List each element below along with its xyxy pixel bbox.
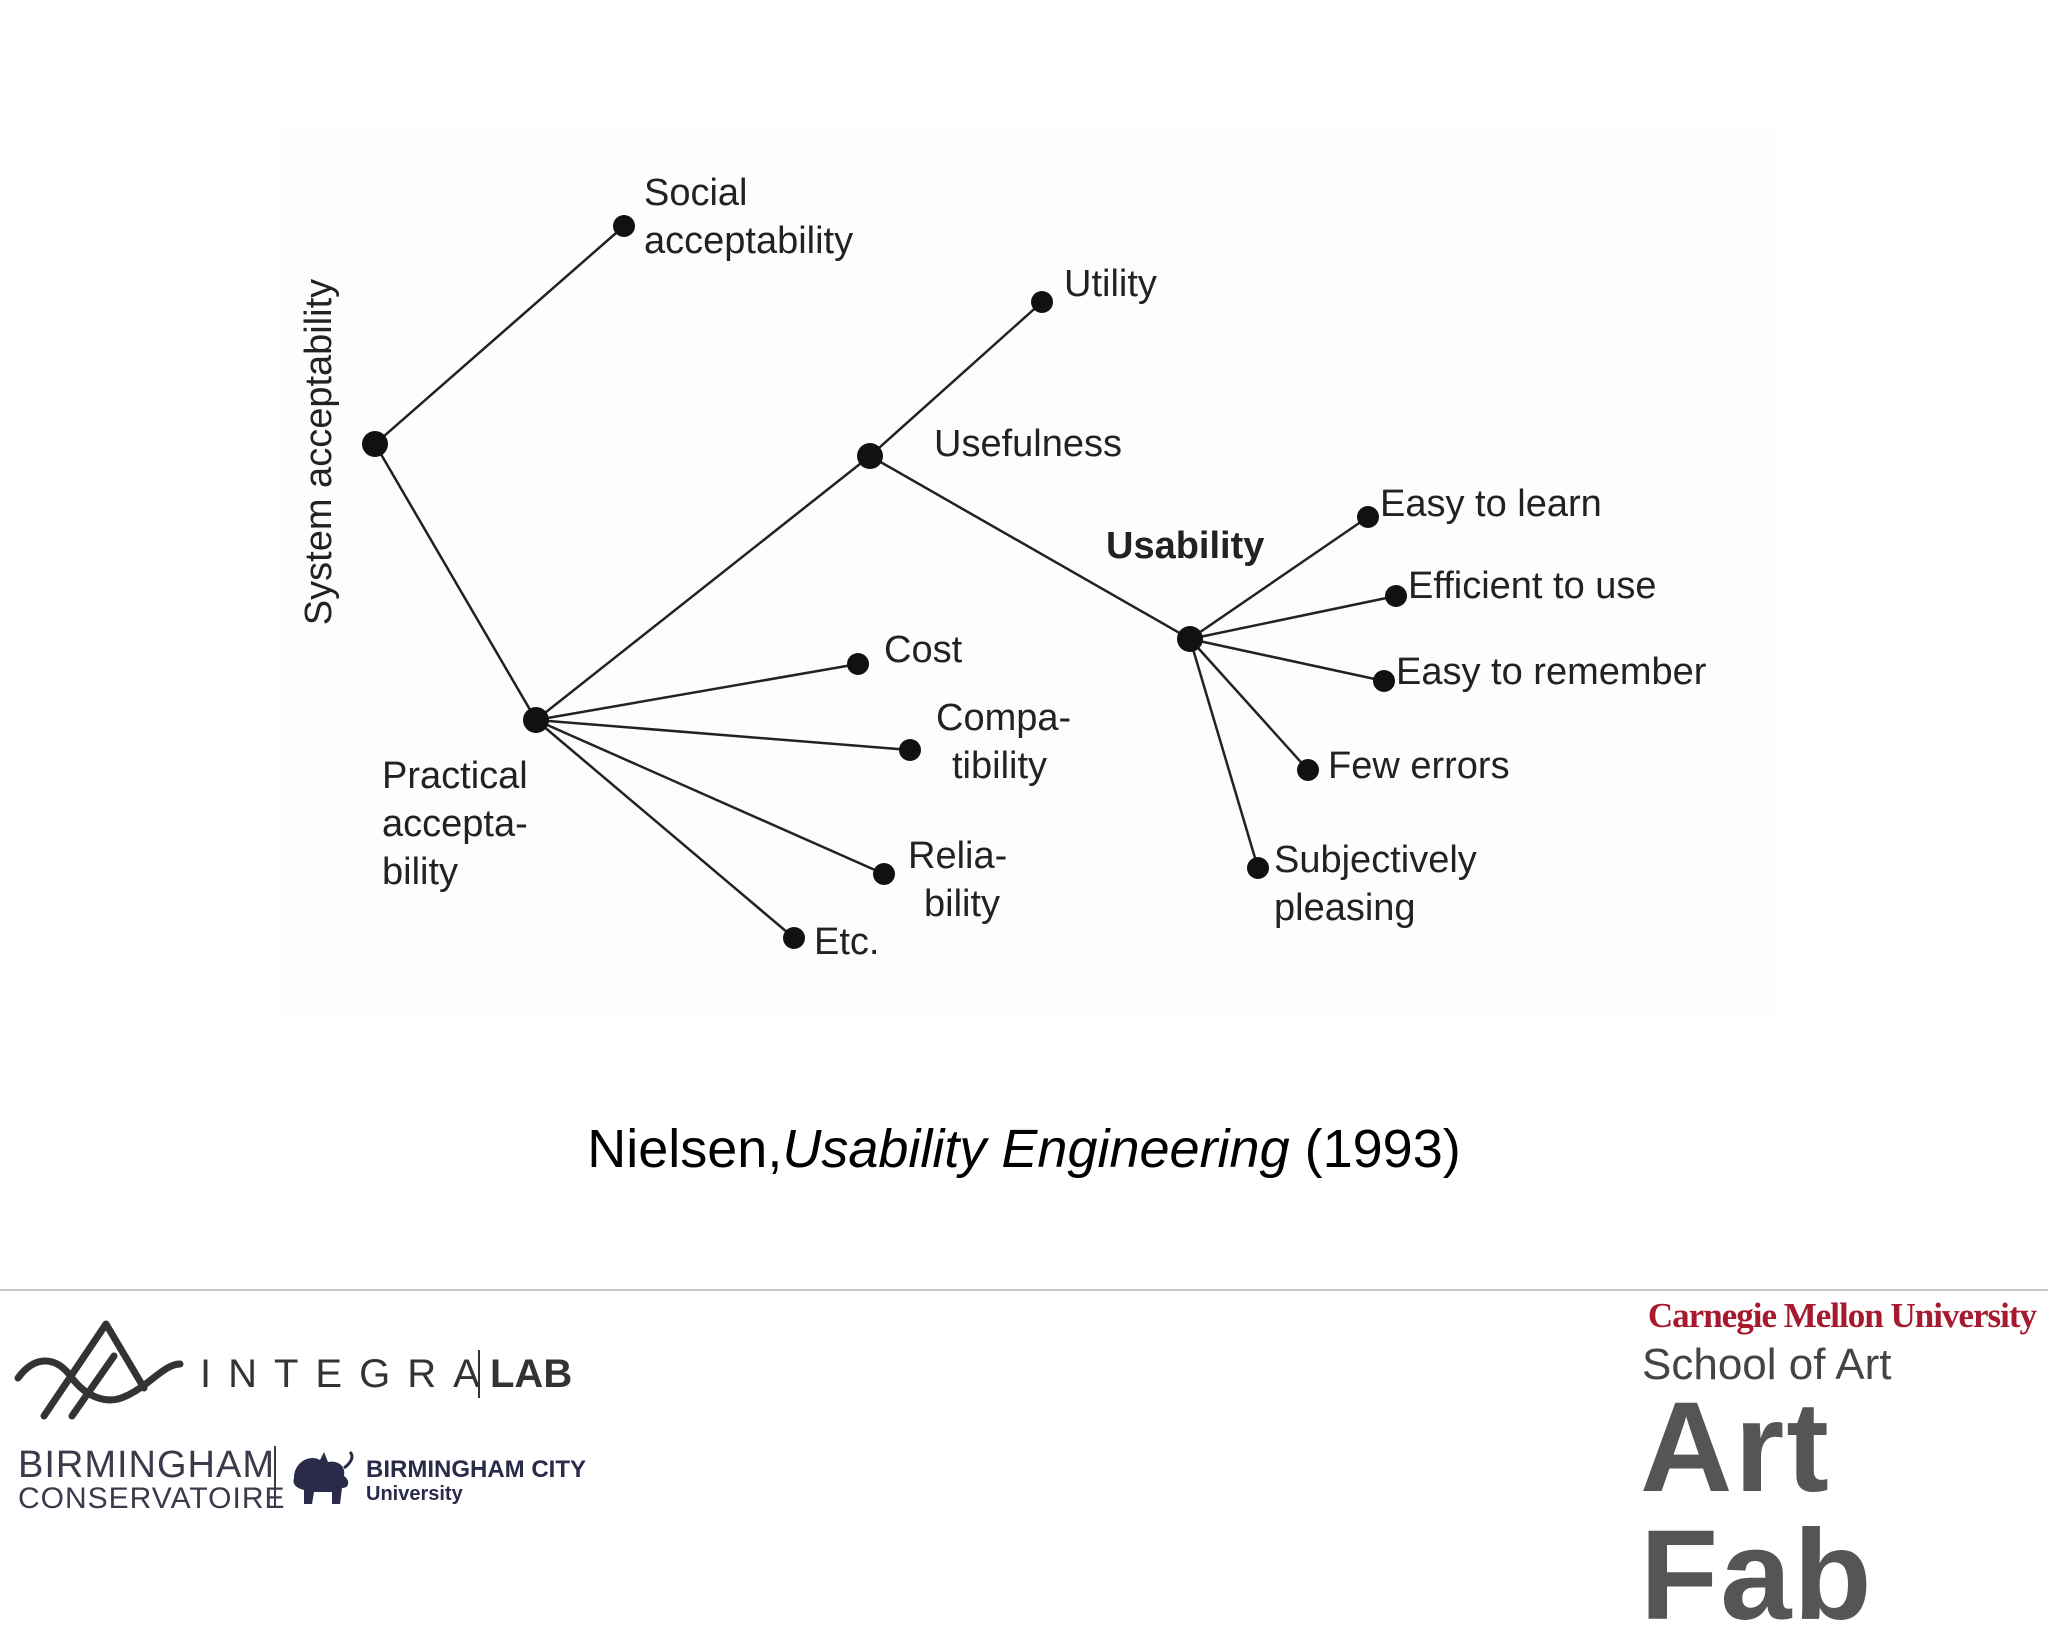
edge-usability-easy_to_learn bbox=[1189, 515, 1369, 641]
node-dot-practical bbox=[523, 707, 549, 733]
citation-year: (1993) bbox=[1289, 1119, 1461, 1179]
edge-root-social bbox=[374, 225, 625, 445]
edge-usability-easy_to_remember bbox=[1189, 637, 1385, 683]
node-dot-few-errors bbox=[1297, 759, 1319, 781]
lab-wordmark: LAB bbox=[490, 1352, 573, 1396]
node-dot-usefulness bbox=[857, 443, 883, 469]
cmu-wordmark: Carnegie Mellon University bbox=[1647, 1296, 2037, 1335]
school-of-art-label: School of Art bbox=[1642, 1340, 1892, 1389]
node-label-efficient-to-use: Efficient to use bbox=[1408, 565, 1657, 607]
edge-usability-efficient_to_use bbox=[1189, 594, 1397, 641]
node-label-cost: Cost bbox=[884, 629, 963, 671]
edge-practical-cost bbox=[535, 662, 859, 722]
bcu-lion-crest-icon bbox=[293, 1450, 354, 1504]
node-label-compatibility: Compa-tibility bbox=[936, 697, 1071, 787]
edge-usability-few_errors bbox=[1189, 638, 1309, 771]
conservatoire-line1: BIRMINGHAM bbox=[18, 1444, 275, 1486]
integra-lab-logo-icon bbox=[14, 1320, 184, 1420]
edge-root-practical bbox=[373, 443, 538, 721]
node-dot-subjectively-pleasing bbox=[1247, 857, 1269, 879]
footer-divider bbox=[0, 1289, 2048, 1291]
edge-practical-compatibility bbox=[535, 718, 911, 752]
node-dot-reliability bbox=[873, 863, 895, 885]
node-dot-root bbox=[362, 431, 388, 457]
bcu-name-line1: BIRMINGHAM CITY bbox=[366, 1456, 586, 1483]
citation-author: Nielsen, bbox=[587, 1119, 783, 1179]
edge-usability-subjectively_pleasing bbox=[1188, 638, 1260, 869]
node-label-reliability: Relia-bility bbox=[908, 835, 1007, 925]
node-label-few-errors: Few errors bbox=[1328, 745, 1510, 787]
artfab-wordmark: Art Fab bbox=[1640, 1376, 1874, 1647]
node-dot-easy-to-remember bbox=[1373, 670, 1395, 692]
node-label-usability: Usability bbox=[1106, 525, 1264, 567]
conservatoire-line2: CONSERVATOIRE bbox=[18, 1482, 286, 1515]
node-dot-compatibility bbox=[899, 739, 921, 761]
node-dot-cost bbox=[847, 653, 869, 675]
edge-practical-usefulness bbox=[535, 455, 871, 721]
node-label-utility: Utility bbox=[1064, 263, 1157, 305]
edge-practical-reliability bbox=[535, 718, 885, 876]
edge-usefulness-usability bbox=[869, 454, 1191, 641]
citation: Nielsen,Usability Engineering (1993) bbox=[0, 1118, 2048, 1180]
edge-practical-etc bbox=[535, 719, 795, 939]
birmingham-divider bbox=[274, 1446, 276, 1508]
node-label-usefulness: Usefulness bbox=[934, 423, 1122, 465]
node-label-etc: Etc. bbox=[814, 921, 879, 963]
node-dot-social bbox=[613, 215, 635, 237]
node-label-easy-to-learn: Easy to learn bbox=[1380, 483, 1602, 525]
node-label-system-acceptability: System acceptability bbox=[298, 279, 340, 625]
integra-wordmark: INTEGRA bbox=[200, 1352, 497, 1396]
node-dot-usability bbox=[1177, 626, 1203, 652]
edge-usefulness-utility bbox=[869, 301, 1043, 457]
node-dot-utility bbox=[1031, 291, 1053, 313]
citation-title: Usability Engineering bbox=[782, 1119, 1290, 1179]
bcu-name-line2: University bbox=[366, 1483, 463, 1505]
node-label-easy-to-remember: Easy to remember bbox=[1396, 651, 1707, 693]
integra-divider bbox=[478, 1350, 480, 1398]
node-dot-etc bbox=[783, 927, 805, 949]
node-dot-easy-to-learn bbox=[1357, 506, 1379, 528]
node-dot-efficient-to-use bbox=[1385, 585, 1407, 607]
